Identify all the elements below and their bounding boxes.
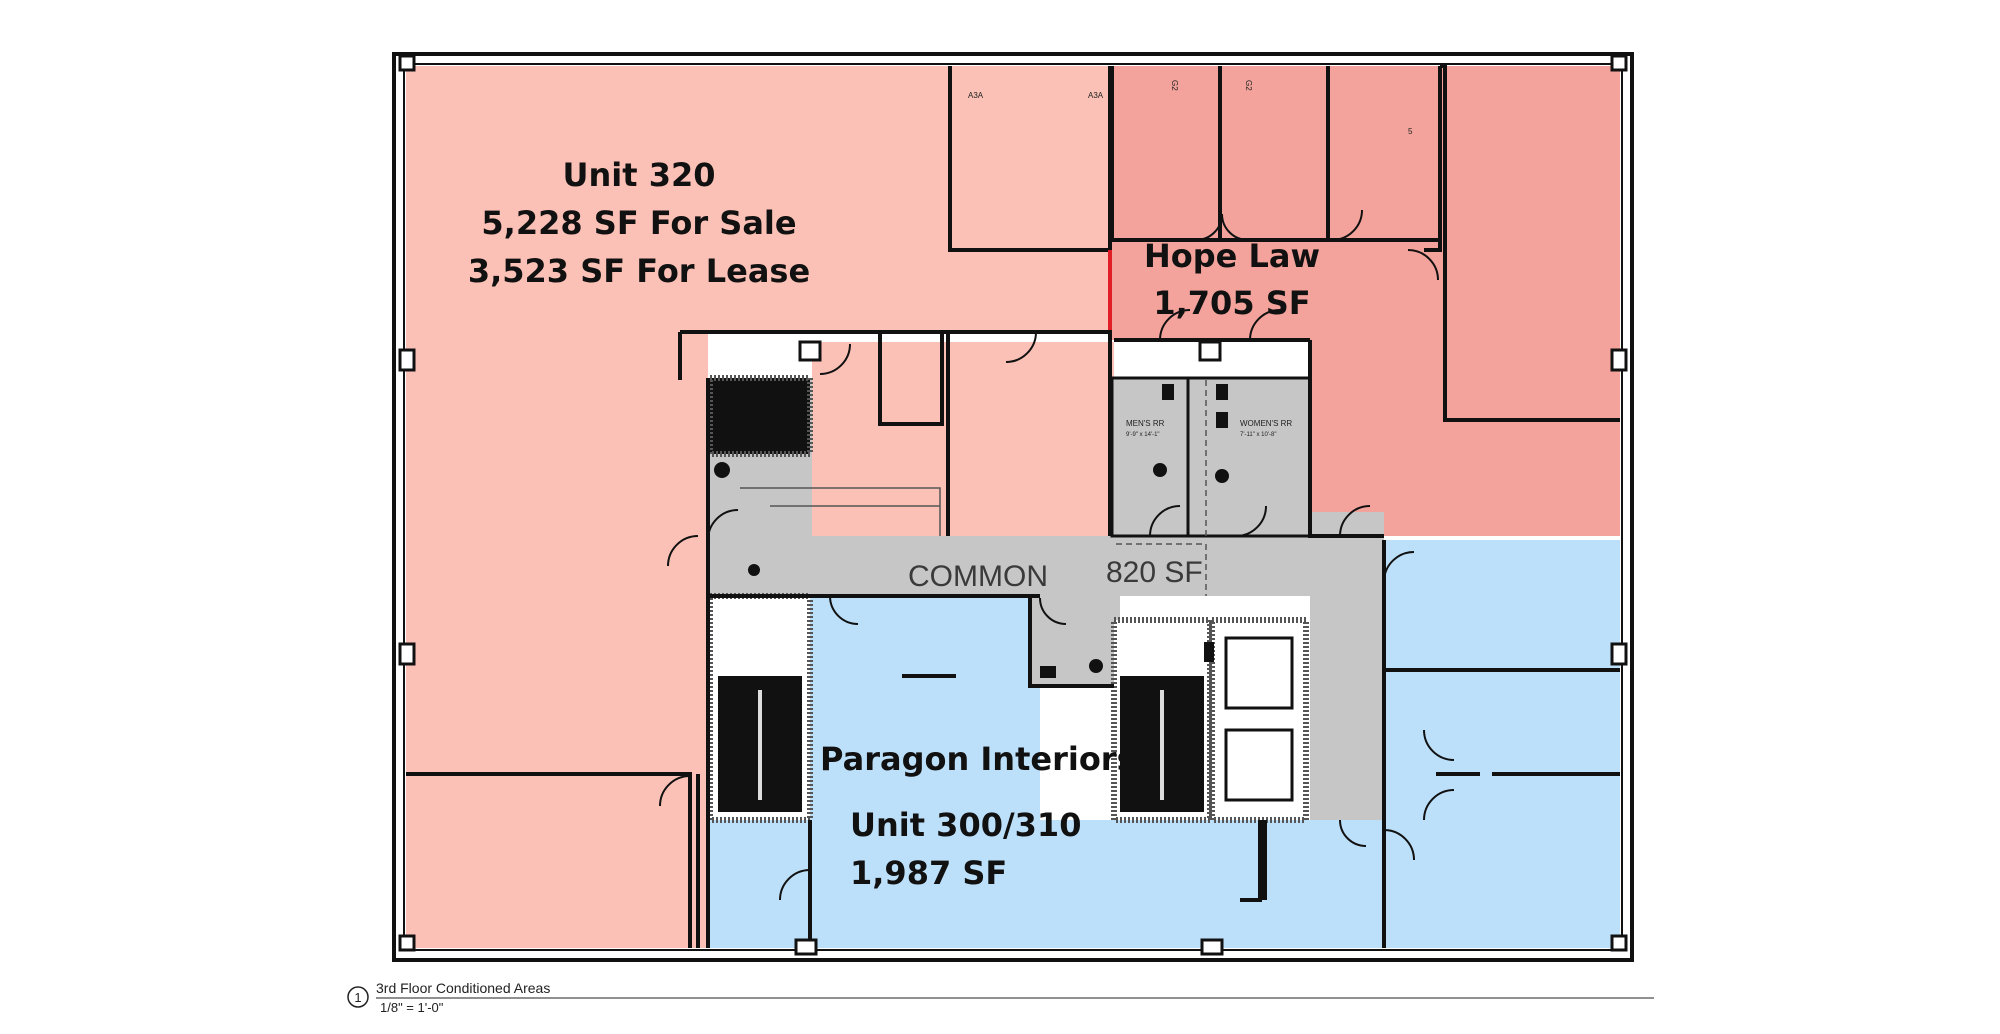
hope-law-area-text: 1,705 SF bbox=[1153, 284, 1310, 322]
elevator-shaft-east bbox=[1111, 617, 1213, 823]
column-icon bbox=[714, 462, 730, 478]
column-icon bbox=[1204, 642, 1214, 662]
column-icon bbox=[398, 54, 1628, 956]
mens-rr-label: MEN'S RR bbox=[1126, 419, 1165, 428]
unit-320-lease-area: 3,523 SF For Lease bbox=[468, 252, 810, 290]
tag-g2-1: G2 bbox=[1170, 80, 1179, 91]
column-icon bbox=[748, 564, 760, 576]
toilet-icon bbox=[1153, 463, 1167, 477]
caption-number: 1 bbox=[354, 990, 361, 1005]
elevator-shaft-west bbox=[707, 375, 813, 823]
drawing-caption: 1 3rd Floor Conditioned Areas 1/8" = 1'-… bbox=[347, 980, 1654, 1015]
paragon-unit-number: Unit 300/310 bbox=[850, 806, 1081, 844]
tag-five: 5 bbox=[1408, 127, 1413, 136]
door-swing-icon bbox=[659, 209, 1455, 901]
dashed-ceiling-line bbox=[740, 487, 941, 536]
unit-320-label: Unit 320 5,228 SF For Sale 3,523 SF For … bbox=[468, 156, 810, 290]
building-shell-inner bbox=[403, 63, 1623, 951]
womens-rr-dims: 7'-11" x 10'-8" bbox=[1240, 432, 1276, 438]
caption-title: 3rd Floor Conditioned Areas bbox=[376, 980, 550, 996]
mens-rr-dims: 9'-9" x 14'-1" bbox=[1126, 432, 1160, 438]
common-area-text: 820 SF bbox=[1106, 556, 1203, 589]
column-icon bbox=[1040, 666, 1056, 678]
hope-law-area bbox=[1112, 66, 1620, 536]
unit-320-area bbox=[406, 66, 1114, 948]
tag-a3a-1: A3A bbox=[968, 91, 984, 100]
caption-number-bubble bbox=[347, 986, 369, 1008]
hope-law-name: Hope Law bbox=[1144, 237, 1320, 275]
paragon-area-text: 1,987 SF bbox=[850, 854, 1007, 892]
interior-walls bbox=[406, 64, 1620, 948]
tag-a3a-2: A3A bbox=[1088, 91, 1104, 100]
hope-law-label: Hope Law 1,705 SF bbox=[1144, 237, 1320, 322]
unit-320-sale-area: 5,228 SF For Sale bbox=[481, 204, 796, 242]
elevator-icon bbox=[1209, 617, 1309, 823]
paragon-name: Paragon Interiors bbox=[820, 740, 1136, 778]
unit-320-name: Unit 320 bbox=[563, 156, 716, 194]
restroom-block bbox=[1110, 376, 1312, 538]
common-name: COMMON bbox=[908, 560, 1048, 593]
tag-g2-2: G2 bbox=[1244, 80, 1253, 91]
caption-scale: 1/8" = 1'-0" bbox=[380, 1000, 444, 1015]
toilet-icon bbox=[1215, 469, 1229, 483]
womens-rr-label: WOMEN'S RR bbox=[1240, 419, 1292, 428]
paragon-label: Paragon Interiors Unit 300/310 1,987 SF bbox=[820, 740, 1136, 892]
column-icon bbox=[1089, 659, 1103, 673]
common-label: COMMON 820 SF bbox=[908, 556, 1203, 593]
dashed-ceiling-line bbox=[1116, 380, 1207, 596]
